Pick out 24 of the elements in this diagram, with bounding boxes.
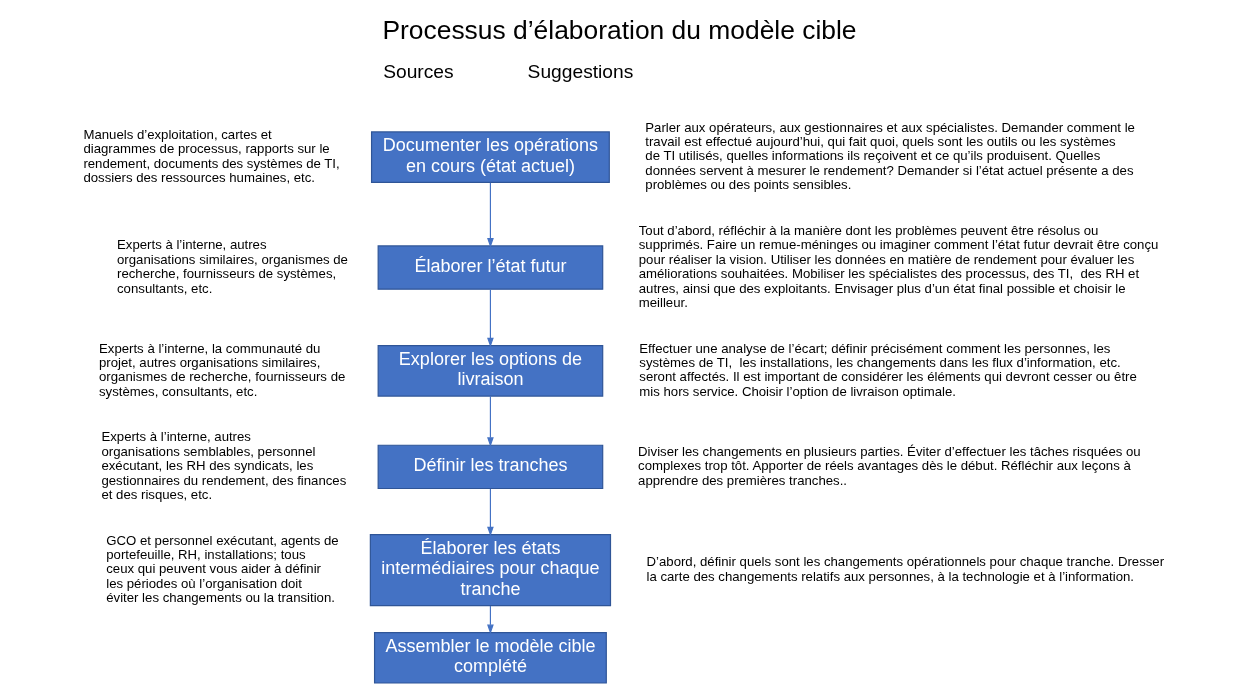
- arrow: [487, 182, 494, 248]
- node-label: D’abord, définir quels sont les changements opérationnels pour chaque tranche. Dresser la carte des changements relatifs aux personnes, à la technologie et à l’information.: [646, 554, 1165, 584]
- node-box: Assembler le modèle cible complété: [373, 631, 607, 684]
- node-label: Experts à l’interne, la communauté du projet, autres organisations similaires, organismes de recherche, fournisseurs de systèmes, consultants, etc.: [99, 340, 346, 399]
- node-label: Parler aux opérateurs, aux gestionnaires et aux spécialistes. Demander comment le travail est effectué aujourd’hui, qui fait quoi, quels sont les outils ou les systèmes de TI utilisés, quelles informations ils reçoivent et ce qu’ils produisent. Quelles données servent à mesurer le rendement? Demander si l’état actuel présente a des problèmes ou des points sensibles.: [645, 119, 1135, 193]
- label: Suggestions: [527, 60, 634, 82]
- arrow: [487, 395, 494, 447]
- node-label: Manuels d’exploitation, cartes et diagrammes de processus, rapports sur le rendement, documents des systèmes de TI, dossiers des ressources humaines, etc.: [83, 126, 340, 186]
- node-box: Documenter les opérations en cours (état actuel): [370, 131, 610, 183]
- label: Sources: [383, 60, 454, 82]
- node-label: Diviser les changements en plusieurs parties. Éviter d’effectuer les tâches risquées ou complexes trop tôt. Apporter de réels avantages dès le début. Réfléchir aux leçons à apprendre des premières tranches..: [638, 443, 1141, 488]
- node-label: Experts à l’interne, autres organisations similaires, organismes de recherche, fournisseurs de systèmes, consultants, etc.: [117, 237, 348, 296]
- node-label: GCO et personnel exécutant, agents de portefeuille, RH, installations; tous ceux qui peuvent vous aider à définir les périodes où l’organisation doit éviter les changements ou la transition.: [106, 532, 339, 606]
- arrow: [487, 488, 494, 537]
- node-box: Explorer les options de livraison: [377, 345, 604, 397]
- node-label: Experts à l’interne, autres organisations semblables, personnel exécutant, les RH des syndicats, les gestionnaires du rendement, des finances et des risques, etc.: [101, 429, 347, 503]
- node-label: Effectuer une analyse de l’écart; définir précisément comment les personnes, les systèmes de TI, les installations, les changements dans les flux d’information, etc. seront affectés. Il est important de considérer les éléments qui devront cesser ou être mis hors service. Choisir l’option de livraison optimale.: [639, 340, 1137, 399]
- node-box: Élaborer l’état futur: [377, 245, 604, 290]
- diagram-title: Processus d’élaboration du modèle cible: [382, 14, 857, 45]
- arrow: [487, 289, 494, 348]
- node-box: Élaborer les états intermédiaires pour chaque tranche: [369, 534, 612, 607]
- node-box: Définir les tranches: [377, 444, 604, 490]
- arrow: [487, 605, 494, 635]
- node-label: Tout d’abord, réfléchir à la manière dont les problèmes peuvent être résolus ou supprimés. Faire un remue-méninges ou imaginer comment l’état futur devrait être conçu pour réaliser la vision. Utiliser les données en matière de rendement pour évaluer les améliorations souhaitées. Mobiliser les spécialistes des processus, des TI, des RH et autres, ainsi que des exploitants. Envisager plus d’un état final possible et choisir le meilleur.: [638, 222, 1159, 310]
